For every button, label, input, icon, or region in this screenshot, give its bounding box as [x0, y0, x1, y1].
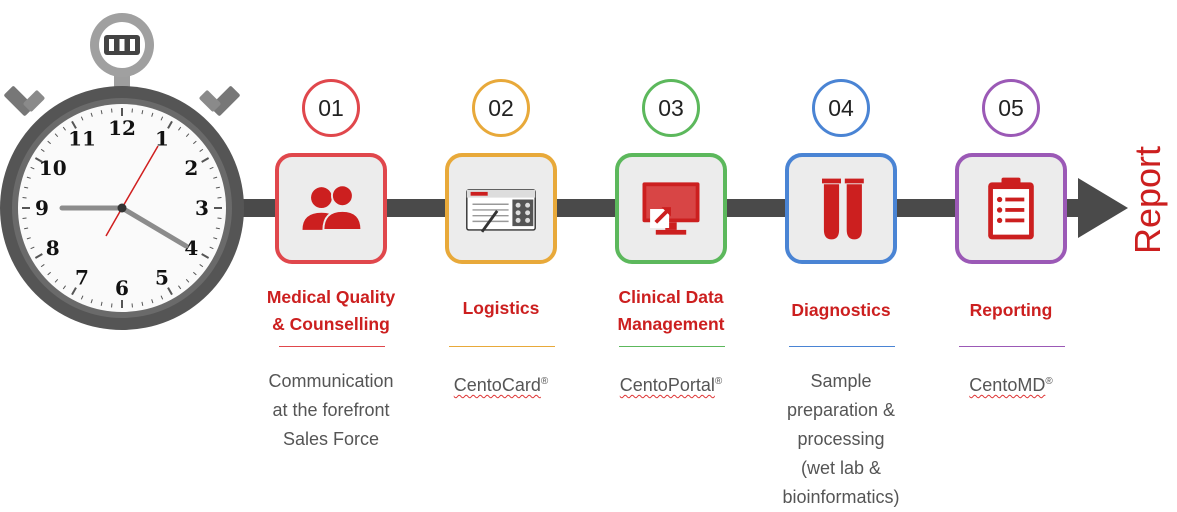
- step-divider: [789, 346, 895, 347]
- step-title: Medical Quality & Counselling: [249, 284, 413, 338]
- registered-mark: ®: [1045, 376, 1052, 387]
- clock-numeral: 7: [75, 265, 89, 289]
- step-title: Clinical Data Management: [589, 284, 753, 338]
- step-description-line: bioinformatics): [759, 483, 923, 512]
- step-title-line: Reporting: [929, 297, 1093, 324]
- step-description-line: Sample: [759, 367, 923, 396]
- product-name: CentoCard: [454, 375, 541, 395]
- step-number: 02: [472, 79, 530, 137]
- step-title-line: Medical Quality: [249, 284, 413, 311]
- step-title-line: Clinical Data: [589, 284, 753, 311]
- registered-mark: ®: [541, 376, 548, 387]
- step-title-line: Management: [589, 311, 753, 338]
- test-tubes-icon: [803, 171, 879, 247]
- registered-mark: ®: [715, 376, 722, 387]
- product-name: CentoMD: [969, 375, 1045, 395]
- portal-monitor-icon: [633, 171, 709, 247]
- step-divider: [279, 346, 385, 347]
- step-number: 01: [302, 79, 360, 137]
- product-name: CentoPortal: [620, 375, 715, 395]
- report-label: Report: [1127, 146, 1169, 254]
- step-description-line: processing: [759, 425, 923, 454]
- step-01: 01 Medical Quality & Counselling Communi…: [249, 0, 419, 504]
- step-divider: [449, 346, 555, 347]
- clock-numeral: 2: [184, 156, 198, 180]
- clock-numeral: 6: [115, 276, 129, 300]
- step-title-line: & Counselling: [249, 311, 413, 338]
- step-icon-box: [615, 153, 727, 264]
- step-product: CentoPortal®: [589, 367, 753, 400]
- clipboard-icon: [973, 171, 1049, 247]
- step-description-line: at the forefront: [249, 396, 413, 425]
- step-description-line: preparation &: [759, 396, 923, 425]
- step-divider: [959, 346, 1065, 347]
- clock-numeral: 3: [195, 196, 209, 220]
- step-04: 04 Diagnostics Sample preparation & proc…: [759, 0, 929, 504]
- clock-numeral: 10: [39, 156, 67, 180]
- step-description-line: Communication: [249, 367, 413, 396]
- step-title: Logistics: [419, 295, 583, 322]
- step-product: CentoMD®: [929, 367, 1093, 400]
- step-description-line: (wet lab &: [759, 454, 923, 483]
- clock-numeral: 9: [35, 196, 49, 220]
- step-number: 05: [982, 79, 1040, 137]
- sample-card-icon: [463, 171, 539, 247]
- clock-numeral: 8: [46, 236, 60, 260]
- step-title: Reporting: [929, 297, 1093, 324]
- step-description: Sample preparation & processing (wet lab…: [759, 367, 923, 512]
- step-03: 03 Clinical Data Management CentoPortal®: [589, 0, 759, 504]
- step-title: Diagnostics: [759, 297, 923, 324]
- step-number: 03: [642, 79, 700, 137]
- clock-numeral: 5: [155, 265, 169, 289]
- users-icon: [293, 171, 369, 247]
- step-icon-box: [955, 153, 1067, 264]
- step-icon-box: [785, 153, 897, 264]
- step-05: 05 Reporting CentoMD®: [929, 0, 1099, 504]
- clock-numeral: 11: [68, 127, 96, 151]
- step-number: 04: [812, 79, 870, 137]
- step-02: 02 Logistics CentoCard®: [419, 0, 589, 504]
- step-product: CentoCard®: [419, 367, 583, 400]
- step-description-line: Sales Force: [249, 425, 413, 454]
- step-divider: [619, 346, 725, 347]
- clock-numeral: 12: [108, 116, 136, 140]
- step-icon-box: [445, 153, 557, 264]
- step-description: Communication at the forefront Sales For…: [249, 367, 413, 454]
- step-icon-box: [275, 153, 387, 264]
- step-title-line: Diagnostics: [759, 297, 923, 324]
- step-title-line: Logistics: [419, 295, 583, 322]
